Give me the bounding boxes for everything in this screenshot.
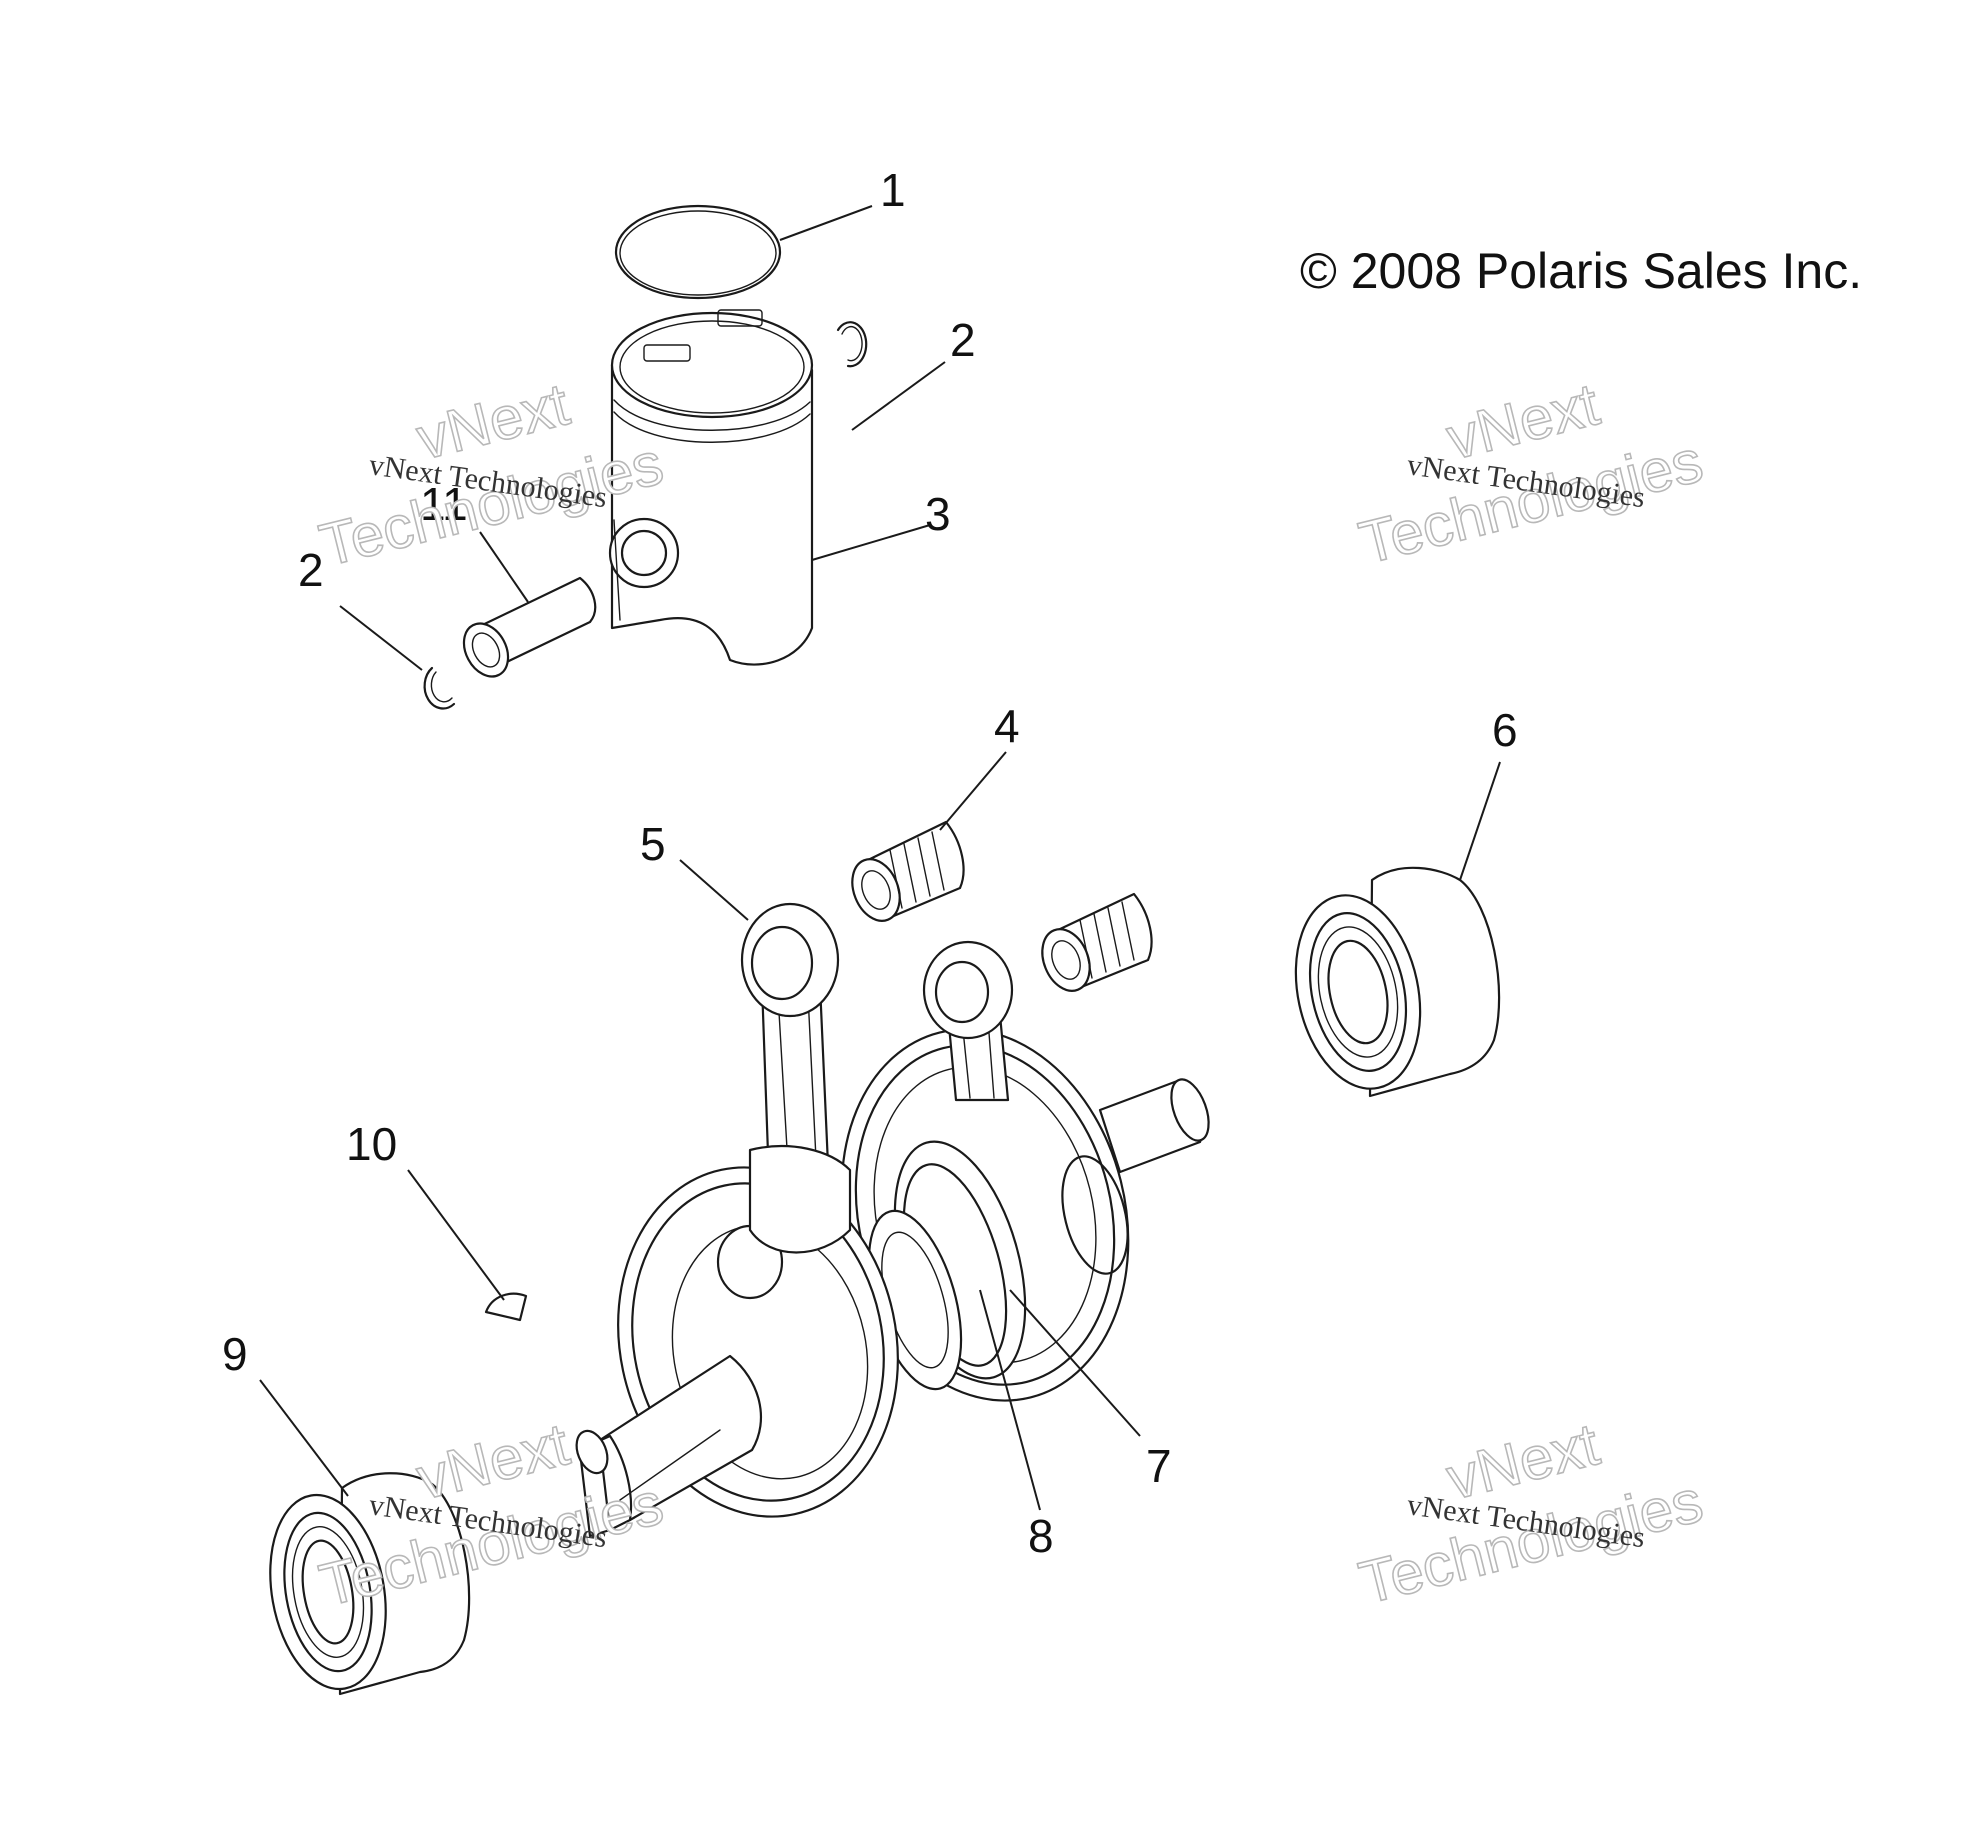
callout-1: 1 xyxy=(880,164,906,216)
connecting-rod-right xyxy=(922,940,1014,1102)
callout-8: 8 xyxy=(1028,1510,1054,1562)
piston-ring xyxy=(614,204,782,300)
callout-5: 5 xyxy=(640,818,666,870)
callout-2-lower: 2 xyxy=(298,544,324,596)
connecting-rod-left xyxy=(740,902,852,1254)
circlip-upper xyxy=(836,321,868,368)
callout-7: 7 xyxy=(1146,1440,1172,1492)
main-bearing-right xyxy=(1294,866,1501,1098)
callout-9: 9 xyxy=(222,1328,248,1380)
needle-bearing-b xyxy=(1041,892,1153,992)
copyright-notice: © 2008 Polaris Sales Inc. xyxy=(1300,243,1862,299)
callout-11: 11 xyxy=(420,478,468,530)
wrist-pin xyxy=(462,576,597,678)
leader-lines xyxy=(259,205,1501,1511)
callout-3: 3 xyxy=(925,488,951,540)
crankshaft xyxy=(575,1028,1210,1538)
needle-bearing-a xyxy=(851,820,965,922)
woodruff-key xyxy=(484,1292,528,1322)
callout-2-upper: 2 xyxy=(950,314,976,366)
callout-4: 4 xyxy=(994,700,1020,752)
callout-6: 6 xyxy=(1492,704,1518,756)
main-bearing-left xyxy=(269,1472,471,1696)
circlip-lower xyxy=(423,666,456,710)
callout-numbers: 1 2 3 2 11 4 5 6 7 8 9 10 xyxy=(222,164,1518,1562)
piston xyxy=(608,309,814,666)
callout-10: 10 xyxy=(346,1118,397,1170)
